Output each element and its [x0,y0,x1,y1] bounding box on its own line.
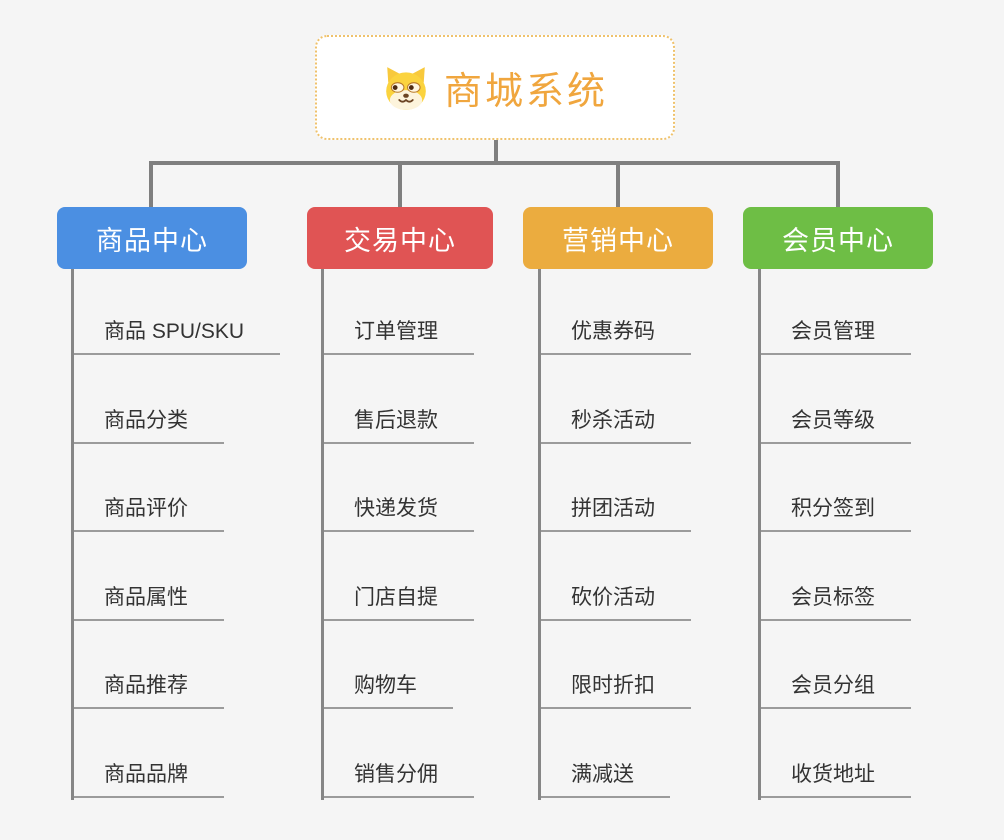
topic-item[interactable]: 购物车 [324,674,453,709]
topic-item[interactable]: 商品品牌 [74,763,224,798]
branch-column-products: 商品 SPU/SKU 商品分类 商品评价 商品属性 商品推荐 商品品牌 [71,269,281,800]
connector-drop-products [149,161,153,207]
topic-item[interactable]: 销售分佣 [324,763,474,798]
topic-item[interactable]: 快递发货 [324,497,474,532]
topic-item[interactable]: 订单管理 [324,320,474,355]
topic-item[interactable]: 商品分类 [74,409,224,444]
topic-item[interactable]: 商品 SPU/SKU [74,320,281,355]
branch-node-products[interactable]: 商品中心 [57,207,247,269]
root-node-mall-system[interactable]: 商城系统 [315,35,675,140]
topic-item[interactable]: 商品推荐 [74,674,224,709]
connector-drop-member [836,161,840,207]
topic-item[interactable]: 商品属性 [74,586,224,621]
dog-face-icon [386,66,426,110]
topic-item[interactable]: 会员管理 [761,320,911,355]
topic-item[interactable]: 拼团活动 [541,497,691,532]
connector-root-drop [494,140,498,165]
topic-item[interactable]: 砍价活动 [541,586,691,621]
topic-item[interactable]: 会员分组 [761,674,911,709]
topic-item[interactable]: 会员等级 [761,409,911,444]
topic-item[interactable]: 积分签到 [761,497,911,532]
branch-node-marketing[interactable]: 营销中心 [523,207,713,269]
topic-item[interactable]: 优惠券码 [541,320,691,355]
topic-item[interactable]: 满减送 [541,763,670,798]
root-title: 商城系统 [443,71,608,113]
branch-column-marketing: 优惠券码 秒杀活动 拼团活动 砍价活动 限时折扣 满减送 [538,269,691,800]
topic-item[interactable]: 商品评价 [74,497,224,532]
topic-item[interactable]: 收货地址 [761,763,911,798]
connector-horizontal [149,161,840,165]
branch-column-trade: 订单管理 售后退款 快递发货 门店自提 购物车 销售分佣 [321,269,474,800]
topic-item[interactable]: 门店自提 [324,586,474,621]
connector-drop-trade [398,161,402,207]
branch-node-member[interactable]: 会员中心 [743,207,933,269]
connector-drop-marketing [616,161,620,207]
topic-item[interactable]: 秒杀活动 [541,409,691,444]
branch-node-trade[interactable]: 交易中心 [307,207,493,269]
topic-item[interactable]: 会员标签 [761,586,911,621]
topic-item[interactable]: 限时折扣 [541,674,691,709]
topic-item[interactable]: 售后退款 [324,409,474,444]
branch-column-member: 会员管理 会员等级 积分签到 会员标签 会员分组 收货地址 [758,269,911,800]
